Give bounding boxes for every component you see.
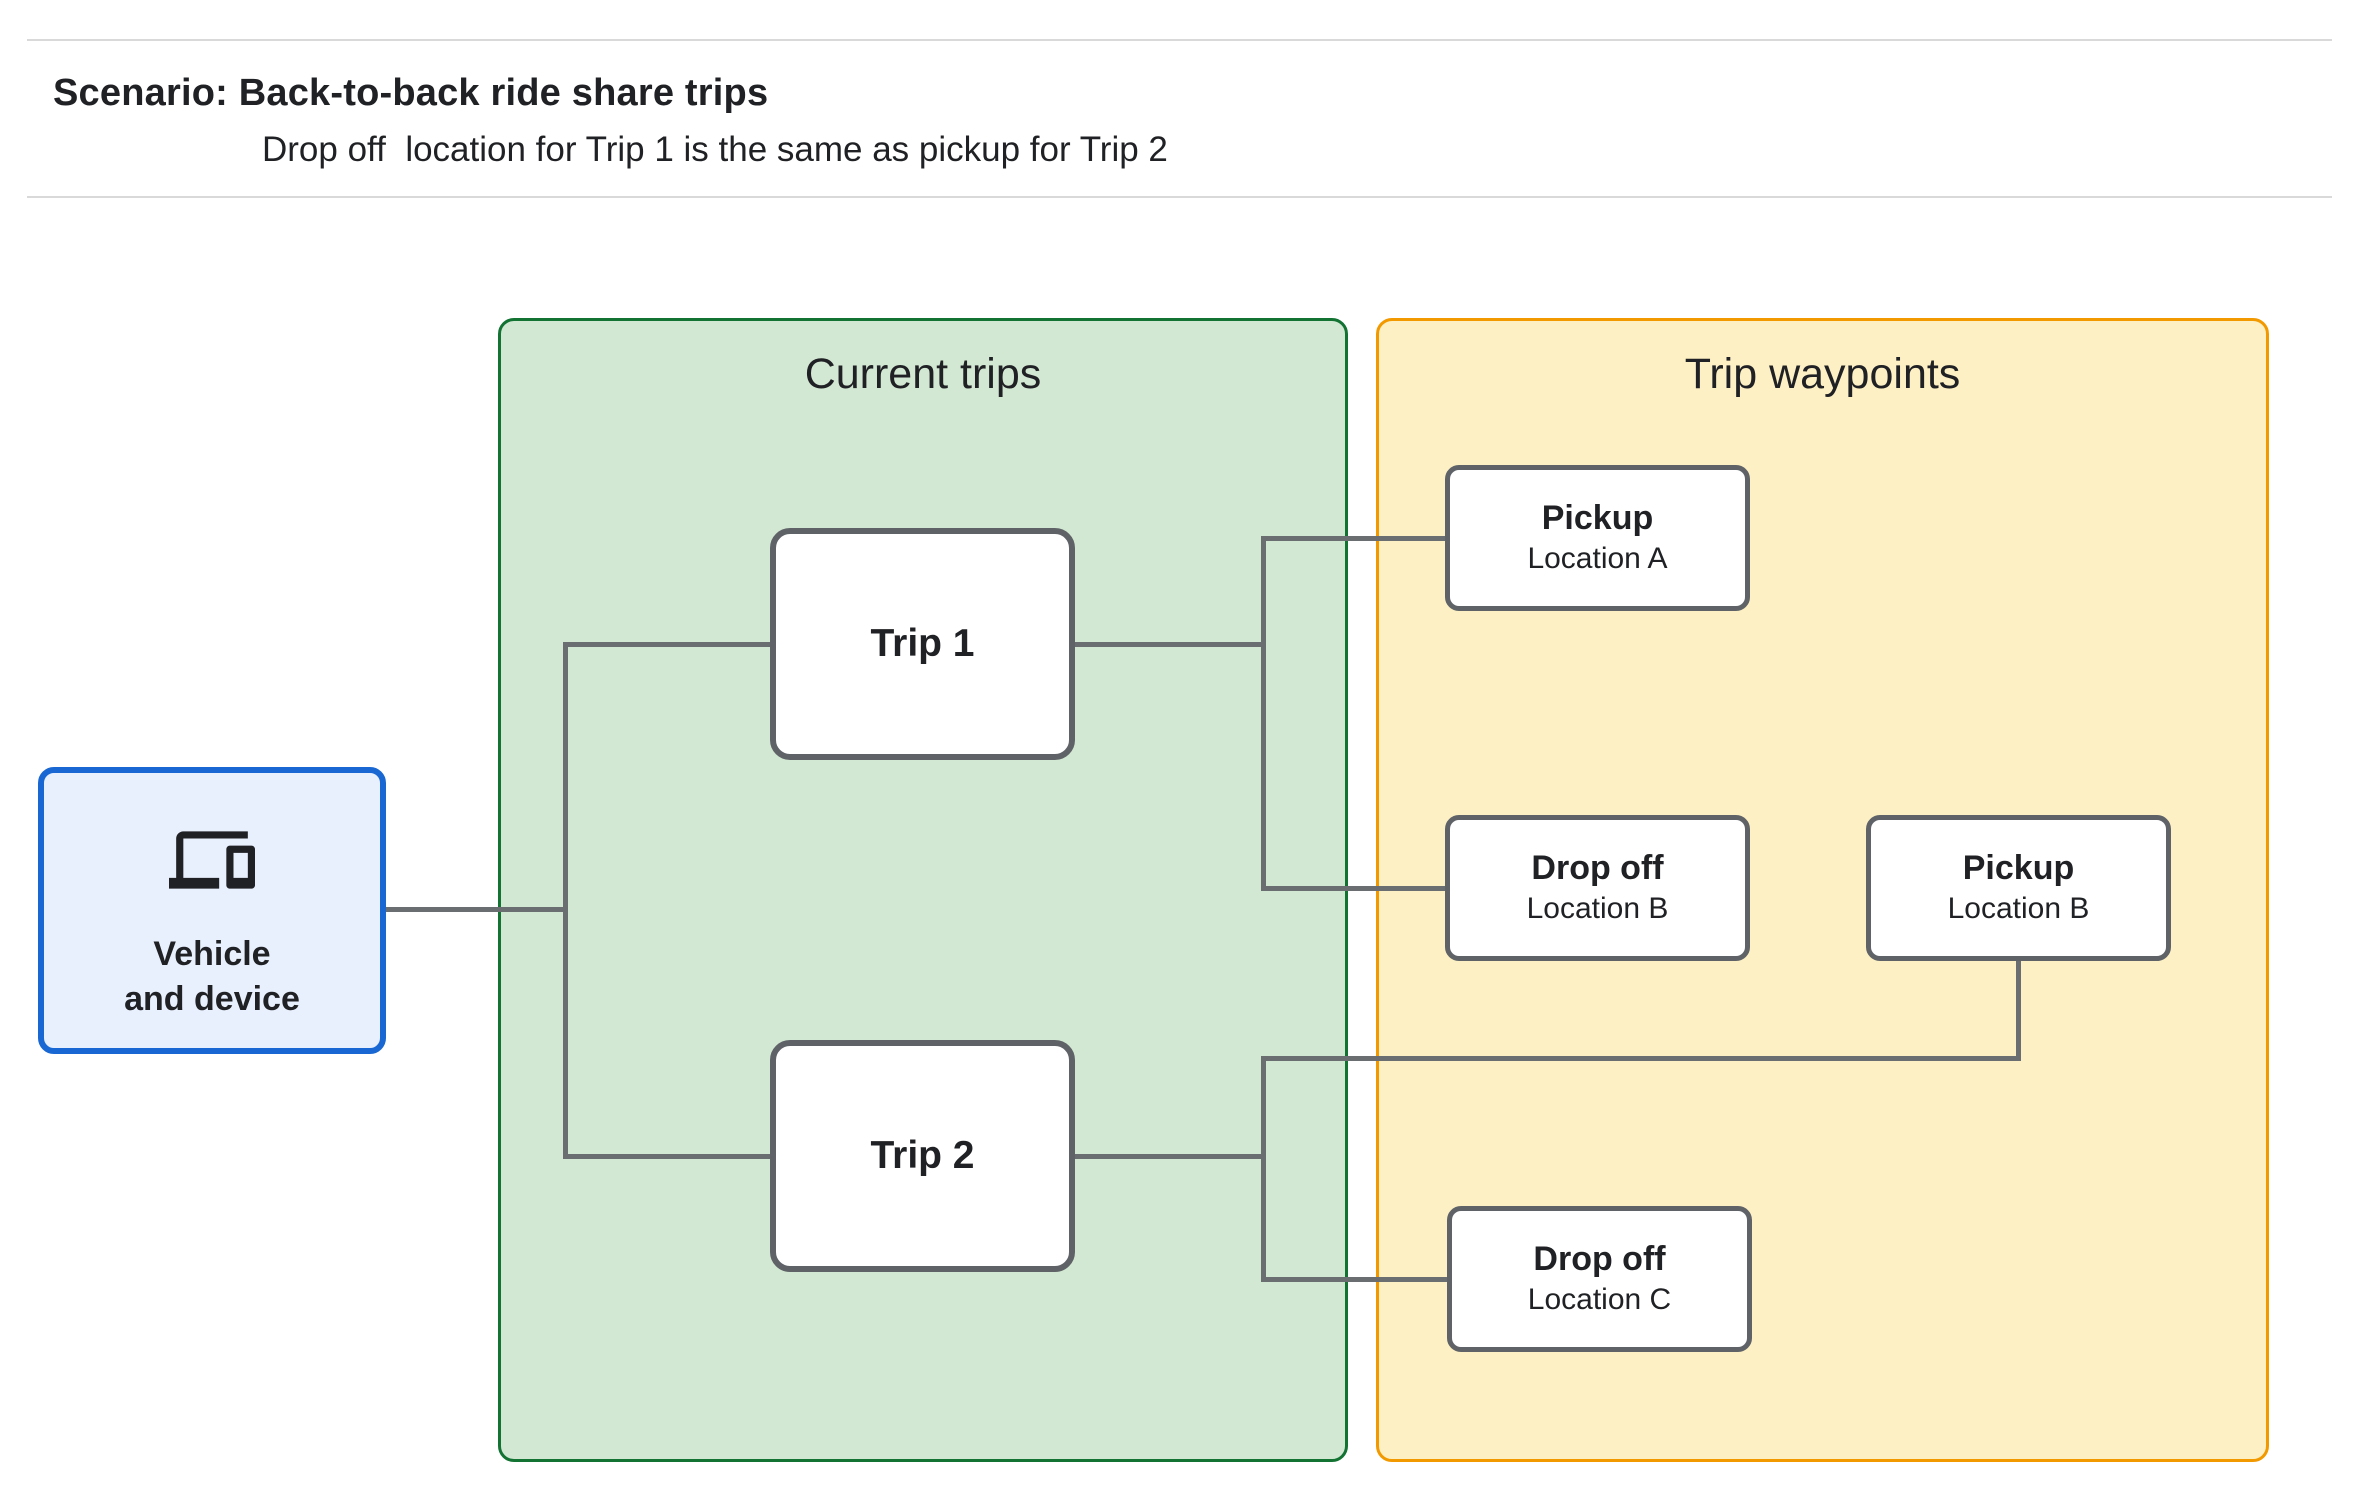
current-trips-panel-title: Current trips (804, 350, 1042, 398)
waypoint-subtitle: Location A (1527, 542, 1668, 575)
current-trips-panel (498, 318, 1348, 1462)
pickup-location-a-node: Pickup Location A (1445, 465, 1750, 611)
header-divider (27, 196, 2332, 198)
waypoint-title: Drop off (1533, 1239, 1666, 1278)
connector-junction-to-trip1 (563, 642, 772, 647)
vehicle-label-line2: and device (124, 980, 300, 1019)
connector-to-dropoff-b (1261, 886, 1447, 891)
waypoint-subtitle: Location B (1947, 892, 2090, 925)
connector-pickupb-horizontal (1261, 1056, 2021, 1061)
page-subtitle: Drop off location for Trip 1 is the same… (262, 130, 1168, 169)
connector-to-dropoff-c (1261, 1277, 1449, 1282)
dropoff-location-b-node: Drop off Location B (1445, 815, 1750, 961)
connector-trip2-junction-vertical (1261, 1056, 1266, 1282)
vehicle-label-line1: Vehicle (153, 935, 271, 974)
trip-1-label: Trip 1 (870, 622, 975, 665)
waypoint-subtitle: Location B (1526, 892, 1669, 925)
connector-vehicle-to-junction (386, 907, 567, 912)
connector-trips-junction-vertical (563, 642, 568, 1159)
waypoint-subtitle: Location C (1527, 1283, 1672, 1316)
devices-icon (169, 831, 255, 889)
waypoint-title: Pickup (1962, 848, 2075, 887)
connector-trip1-junction-vertical (1261, 536, 1266, 891)
connector-trip1-to-junction (1075, 642, 1266, 647)
dropoff-location-c-node: Drop off Location C (1447, 1206, 1752, 1352)
vehicle-node-label: Vehicle and device (44, 932, 380, 1022)
connector-trip2-to-junction (1075, 1154, 1266, 1159)
trip-1-node: Trip 1 (770, 528, 1075, 760)
waypoint-title: Pickup (1541, 498, 1654, 537)
pickup-location-b-node: Pickup Location B (1866, 815, 2171, 961)
page-title: Scenario: Back-to-back ride share trips (53, 72, 769, 114)
vehicle-and-device-node: Vehicle and device (38, 767, 386, 1054)
connector-junction-to-trip2 (563, 1154, 772, 1159)
waypoint-title: Drop off (1531, 848, 1664, 887)
trip-2-node: Trip 2 (770, 1040, 1075, 1272)
top-divider (27, 39, 2332, 41)
trip-2-label: Trip 2 (870, 1134, 975, 1177)
trip-waypoints-panel-title: Trip waypoints (1684, 350, 1961, 398)
connector-pickupb-drop (2016, 960, 2021, 1061)
connector-to-pickup-a (1261, 536, 1447, 541)
